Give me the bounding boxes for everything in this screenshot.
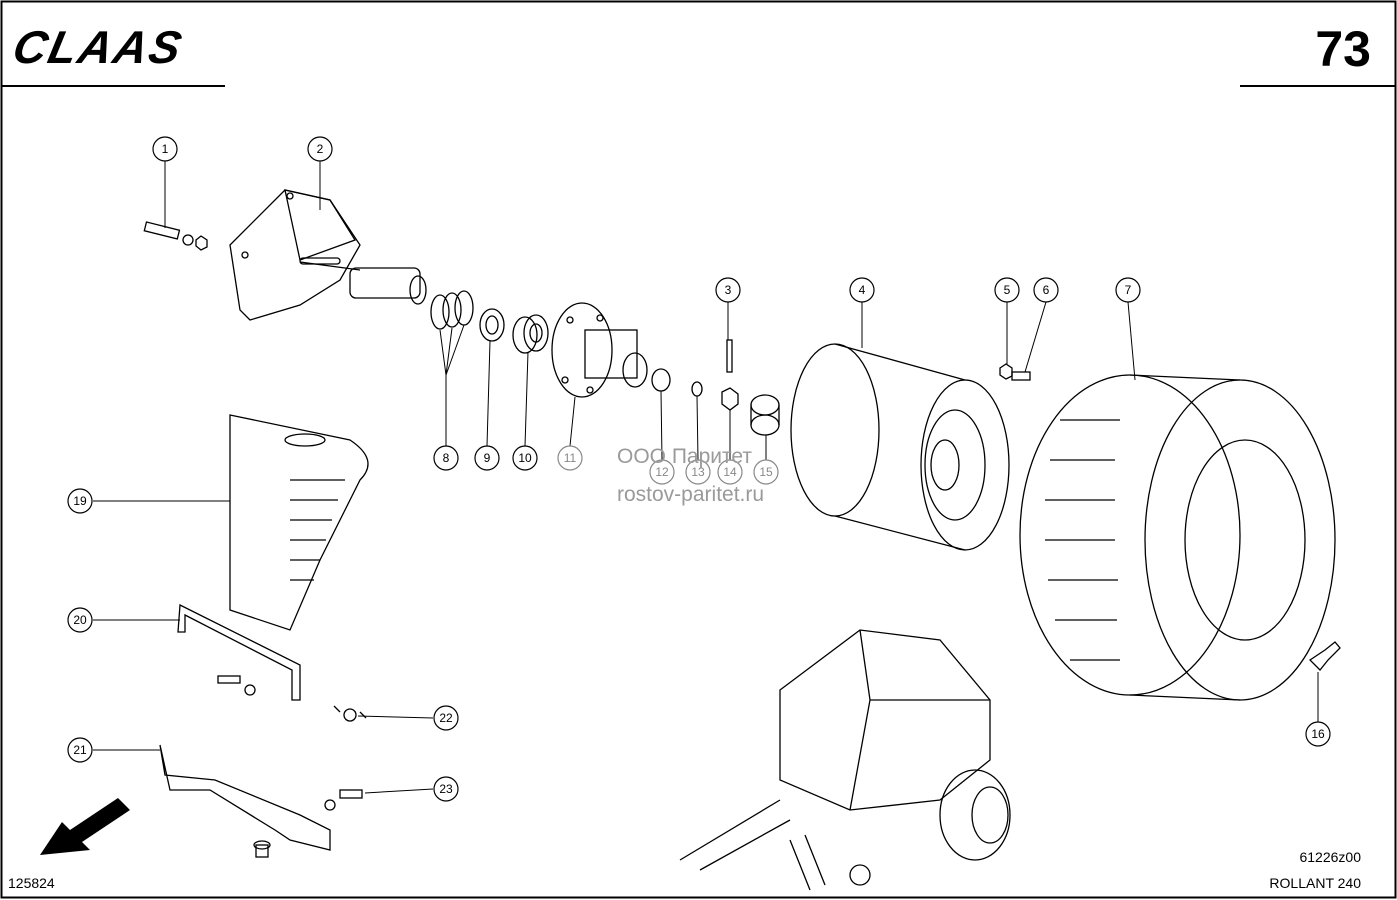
figure-code: 61226z00 <box>1299 849 1361 865</box>
callout-label-8: 8 <box>443 451 450 465</box>
part-9-seal <box>479 308 505 342</box>
leader-lines <box>93 161 1319 794</box>
callout-label-5: 5 <box>1004 283 1011 297</box>
callout-label-19: 19 <box>73 494 87 508</box>
callout-22 <box>433 705 459 731</box>
callout-label-15: 15 <box>759 465 773 479</box>
part-1-bolt-set <box>143 221 208 251</box>
callout-16 <box>1305 721 1331 747</box>
part-10-bearing <box>512 314 549 354</box>
callout-8 <box>433 445 459 471</box>
part-2-axle-bracket <box>229 189 427 321</box>
part-22-wingnut <box>333 705 367 722</box>
part-23-bolt <box>339 789 363 799</box>
part-20-bracket <box>177 603 301 701</box>
callout-label-23: 23 <box>439 782 453 796</box>
callout-label-12: 12 <box>655 465 669 479</box>
drawing-number: 125824 <box>8 875 55 891</box>
callout-6 <box>1033 277 1059 303</box>
callout-label-16: 16 <box>1311 727 1325 741</box>
part-16-valve <box>1308 641 1341 671</box>
callout-14 <box>717 459 743 485</box>
part-6-bolt <box>1011 371 1031 381</box>
callout-15 <box>753 459 779 485</box>
callout-label-13: 13 <box>691 465 705 479</box>
callout-label-22: 22 <box>439 711 453 725</box>
callout-label-9: 9 <box>484 451 491 465</box>
callout-2 <box>307 136 333 162</box>
callout-3 <box>715 277 741 303</box>
part-3-pin <box>726 339 733 373</box>
page-number: 73 <box>1315 21 1371 77</box>
callout-label-7: 7 <box>1125 283 1132 297</box>
callout-label-2: 2 <box>317 142 324 156</box>
callout-7 <box>1115 277 1141 303</box>
part-23-washer <box>324 799 336 811</box>
part-15-cap <box>750 394 780 436</box>
callout-11 <box>557 445 583 471</box>
baler-overview-drawing <box>679 629 1011 891</box>
callout-label-4: 4 <box>859 283 866 297</box>
callout-12 <box>649 459 675 485</box>
callout-label-6: 6 <box>1043 283 1050 297</box>
callout-13 <box>685 459 711 485</box>
callout-23 <box>433 776 459 802</box>
watermark-url: rostov-paritet.ru <box>617 483 765 506</box>
callout-19 <box>67 488 93 514</box>
part-13-washer <box>691 381 703 397</box>
callout-4 <box>849 277 875 303</box>
part-20-bolt <box>217 675 241 684</box>
part-4-rim <box>790 343 1010 551</box>
part-11-hub <box>551 302 648 398</box>
part-14-nut <box>721 387 739 411</box>
part-19-guard <box>229 414 369 631</box>
part-21-bracket <box>159 744 331 851</box>
callout-10 <box>512 445 538 471</box>
callout-circles <box>67 136 1331 802</box>
callout-5 <box>994 277 1020 303</box>
callout-label-20: 20 <box>73 613 87 627</box>
part-20-washer <box>244 684 256 696</box>
callout-20 <box>67 607 93 633</box>
part-12-seal <box>651 368 671 392</box>
callout-21 <box>67 737 93 763</box>
callout-label-3: 3 <box>725 283 732 297</box>
callout-9 <box>474 445 500 471</box>
callout-1 <box>152 136 178 162</box>
model-name: ROLLANT 240 <box>1269 875 1361 891</box>
part-5-nut <box>999 363 1013 380</box>
callout-label-14: 14 <box>723 465 737 479</box>
part-8-rings <box>430 290 474 330</box>
watermark-company: ООО Паритет <box>617 445 753 468</box>
callout-label-21: 21 <box>73 743 87 757</box>
callout-label-11: 11 <box>564 451 577 465</box>
direction-arrow-icon <box>40 798 130 855</box>
part-21-pin <box>253 840 271 858</box>
callout-label-1: 1 <box>162 142 169 156</box>
callout-label-10: 10 <box>518 451 532 465</box>
part-7-tyre <box>1019 374 1336 701</box>
